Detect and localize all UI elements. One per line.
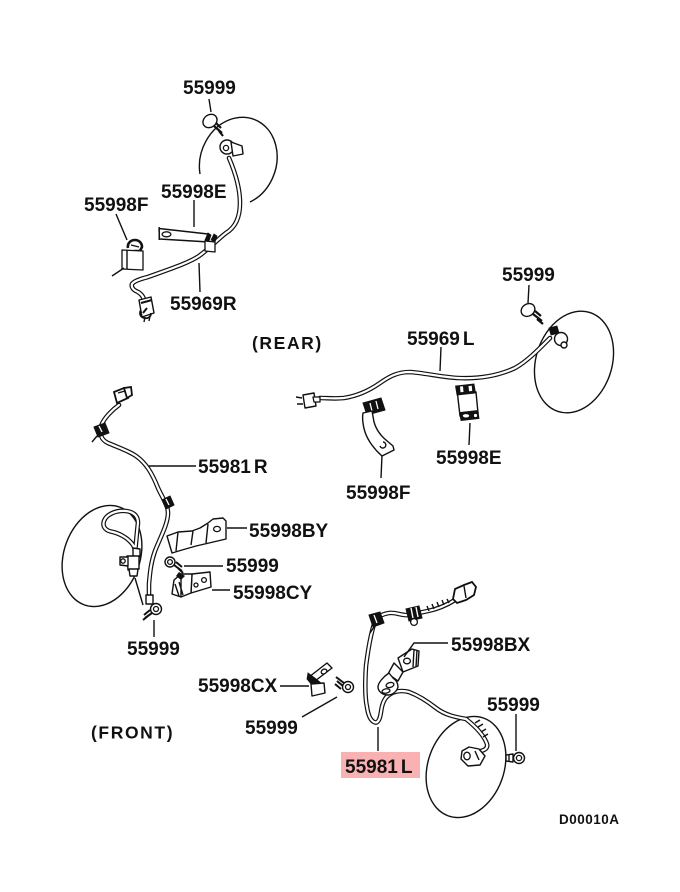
svg-text:(REAR): (REAR) [252, 333, 323, 353]
svg-text:(FRONT): (FRONT) [91, 723, 174, 743]
svg-text:55998CX: 55998CX [198, 676, 278, 697]
svg-text:55998CY: 55998CY [233, 583, 313, 604]
svg-text:D00010A: D00010A [559, 812, 620, 827]
svg-text:55998E: 55998E [161, 182, 227, 203]
svg-text:55998F: 55998F [346, 483, 410, 504]
svg-text:55998E: 55998E [436, 448, 502, 469]
svg-text:55999: 55999 [226, 556, 279, 577]
svg-text:55999: 55999 [487, 695, 540, 716]
svg-text:55998BX: 55998BX [451, 635, 531, 656]
svg-text:55999: 55999 [183, 78, 236, 99]
svg-text:55998F: 55998F [84, 195, 148, 216]
svg-text:55999: 55999 [502, 265, 555, 286]
svg-text:55999: 55999 [127, 639, 180, 660]
svg-text:55998BY: 55998BY [249, 521, 329, 542]
svg-text:55999: 55999 [245, 718, 298, 739]
svg-text:55969R: 55969R [170, 294, 237, 315]
